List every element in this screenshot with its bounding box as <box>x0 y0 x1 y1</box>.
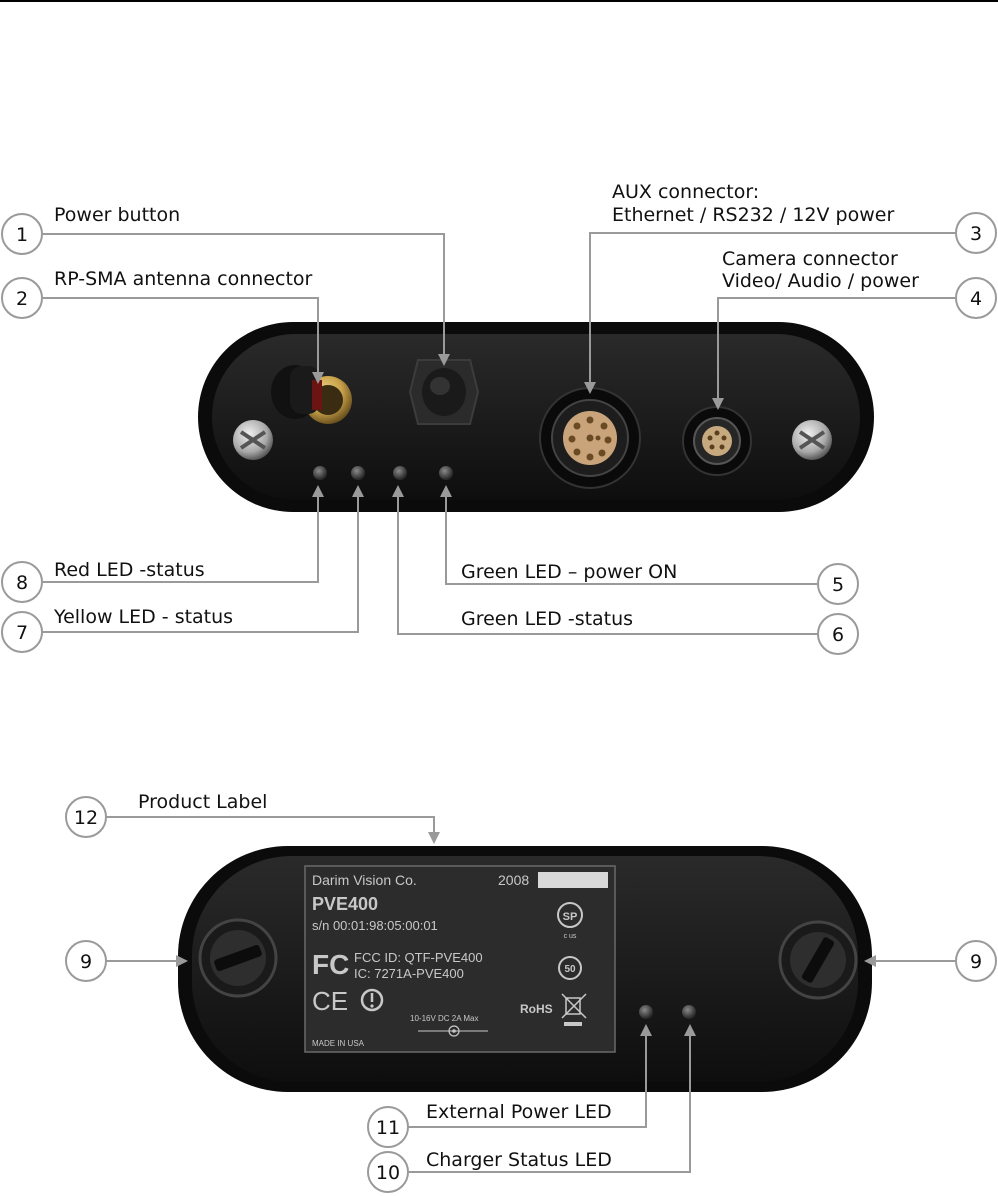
callout-1: 1 <box>1 213 43 255</box>
csa-mark-icon: SP c us <box>557 902 583 940</box>
callout-9-left: 9 <box>65 940 107 982</box>
callout-11: 11 <box>367 1106 409 1148</box>
left-screw-icon <box>233 420 273 460</box>
product-label: Darim Vision Co. 2008 PVE400 s/n 00:01:9… <box>304 865 616 1053</box>
aux-connector-icon[interactable] <box>539 387 641 489</box>
label-origin: MADE IN USA <box>312 1039 365 1048</box>
svg-text:12: 12 <box>74 807 98 829</box>
fifty-year-mark-icon: 50 <box>558 956 582 980</box>
label-rohs: RoHS <box>520 1002 553 1016</box>
fcc-mark: FC <box>312 949 349 980</box>
callout-9-right: 9 <box>955 940 997 982</box>
label-external-power-led: External Power LED <box>426 1101 612 1123</box>
right-knob-icon[interactable] <box>778 920 858 1000</box>
callout-3: 3 <box>955 212 997 254</box>
label-power: 10-16V DC 2A Max <box>410 1014 478 1023</box>
svg-text:9: 9 <box>80 951 92 973</box>
label-year: 2008 <box>498 872 529 888</box>
svg-text:2: 2 <box>16 288 28 310</box>
ce-mark: CE <box>312 986 348 1016</box>
callout-10: 10 <box>367 1151 409 1193</box>
svg-text:6: 6 <box>832 624 844 646</box>
label-green-power-led: Green LED – power ON <box>461 561 678 583</box>
yellow-led-icon <box>351 466 365 480</box>
label-aux-line-2: Ethernet / RS232 / 12V power <box>612 204 895 226</box>
svg-text:11: 11 <box>376 1117 400 1139</box>
antenna-connector-icon[interactable] <box>271 365 352 424</box>
label-barcode-area <box>538 872 608 888</box>
svg-text:50: 50 <box>564 964 576 975</box>
right-screw-icon <box>792 420 832 460</box>
charger-status-led-icon <box>682 1005 696 1019</box>
label-fcc-id: FCC ID: QTF-PVE400 <box>354 950 483 965</box>
left-knob-icon[interactable] <box>198 918 278 998</box>
callout-2: 2 <box>1 277 43 319</box>
top-rule <box>0 0 998 2</box>
callout-7: 7 <box>1 611 43 653</box>
label-serial: s/n 00:01:98:05:00:01 <box>312 918 438 933</box>
callout-4: 4 <box>955 277 997 319</box>
label-power-button: Power button <box>54 204 181 226</box>
label-camera-line-2: Video/ Audio / power <box>722 270 919 292</box>
label-maker: Darim Vision Co. <box>312 872 417 888</box>
svg-text:c us: c us <box>564 933 577 940</box>
label-green-status-led: Green LED -status <box>461 608 634 630</box>
svg-text:4: 4 <box>970 288 982 310</box>
external-power-led-icon <box>639 1005 653 1019</box>
svg-text:5: 5 <box>832 574 844 596</box>
red-led-icon <box>313 466 327 480</box>
power-button-icon[interactable] <box>408 359 480 425</box>
svg-text:9: 9 <box>970 951 982 973</box>
label-product-label: Product Label <box>138 791 268 813</box>
label-aux-line-1: AUX connector: <box>612 181 760 203</box>
svg-text:7: 7 <box>16 622 28 644</box>
label-model: PVE400 <box>312 894 378 914</box>
svg-text:SP: SP <box>563 911 578 923</box>
callout-6: 6 <box>817 613 859 655</box>
label-antenna-connector: RP-SMA antenna connector <box>54 268 313 290</box>
label-charger-status-led: Charger Status LED <box>426 1149 612 1171</box>
weee-bin-icon <box>561 993 587 1026</box>
bottom-leader-lines <box>106 816 956 1173</box>
warning-mark-icon <box>360 988 384 1012</box>
callout-12: 12 <box>65 796 107 838</box>
label-camera-line-1: Camera connector <box>722 248 898 270</box>
green-power-led-icon <box>439 466 453 480</box>
svg-text:8: 8 <box>16 572 28 594</box>
callout-8: 8 <box>1 561 43 603</box>
svg-text:3: 3 <box>970 223 982 245</box>
dc-polarity-icon <box>418 1025 488 1037</box>
front-panel-face <box>212 334 860 500</box>
label-ic: IC: 7271A-PVE400 <box>354 966 464 981</box>
svg-text:1: 1 <box>16 224 28 246</box>
top-leader-lines <box>42 232 956 635</box>
green-status-led-icon <box>393 466 407 480</box>
callout-5: 5 <box>817 563 859 605</box>
label-red-led: Red LED -status <box>54 559 205 581</box>
camera-connector-icon[interactable] <box>682 406 752 476</box>
svg-text:10: 10 <box>376 1162 400 1184</box>
label-yellow-led: Yellow LED - status <box>54 606 234 628</box>
